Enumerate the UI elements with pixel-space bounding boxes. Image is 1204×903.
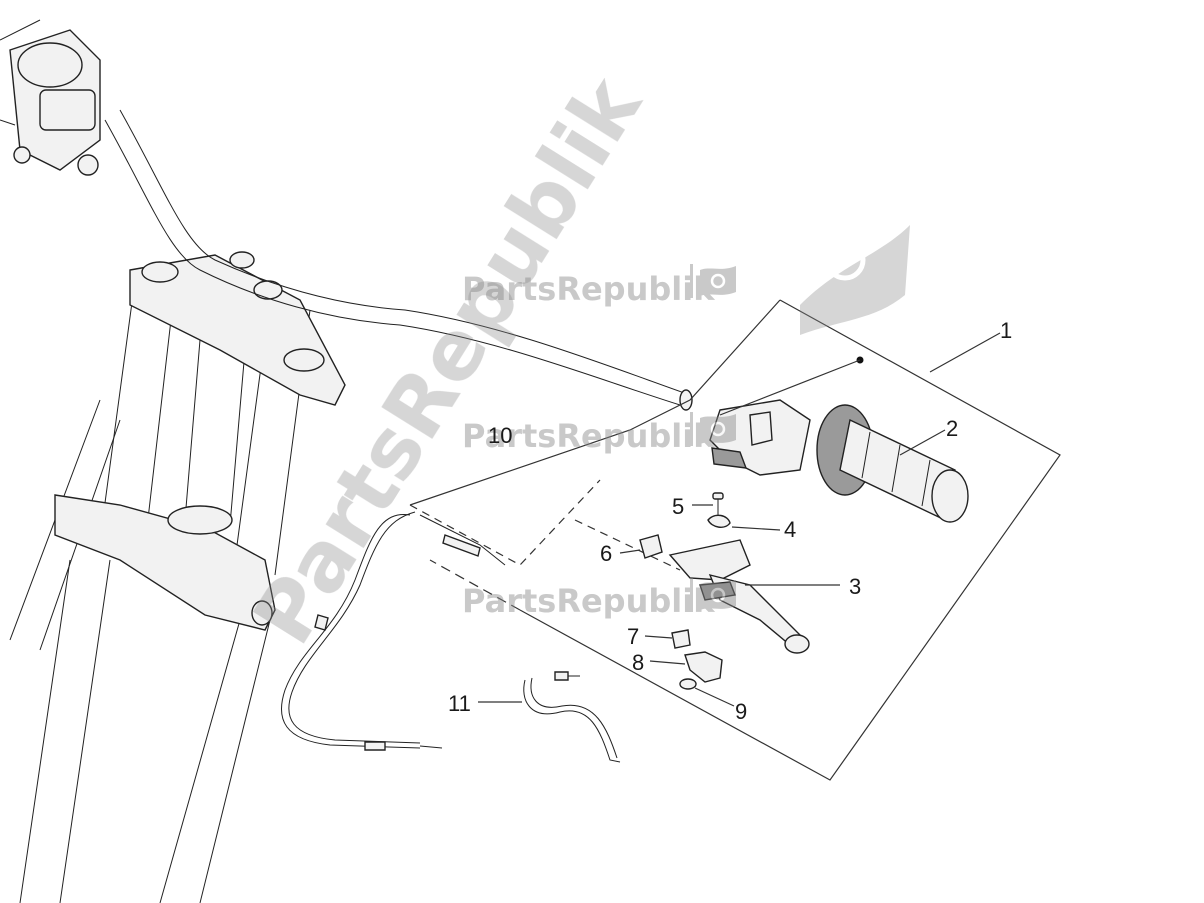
gear-flag-icon — [800, 225, 910, 335]
front-fork — [9, 251, 346, 903]
small-parts — [639, 492, 731, 690]
callout-2: 2 — [946, 416, 958, 441]
callout-4: 4 — [784, 517, 796, 542]
watermark-row-1: PartsRepublik — [462, 264, 736, 308]
clutch-cable — [281, 511, 506, 751]
gear-icon — [700, 266, 736, 296]
kit-outline — [409, 299, 1061, 781]
watermark-row-3: PartsRepublik — [462, 578, 736, 620]
watermark-diagonal: PartsRepublik — [236, 60, 910, 661]
hose-11 — [523, 671, 621, 763]
callout-labels: 1 2 3 4 5 6 7 8 9 10 11 — [448, 318, 1012, 724]
watermark-text-1: PartsRepublik — [462, 270, 715, 308]
callout-6: 6 — [600, 541, 612, 566]
clutch-lever-bracket — [709, 399, 811, 476]
callout-10: 10 — [488, 423, 512, 448]
watermark-text-3: PartsRepublik — [462, 582, 715, 620]
callout-9: 9 — [735, 699, 747, 724]
callout-3: 3 — [849, 574, 861, 599]
clutch-lever — [668, 539, 810, 654]
callout-7: 7 — [627, 624, 639, 649]
gear-icon — [700, 414, 736, 444]
callout-5: 5 — [672, 494, 684, 519]
watermark-row-2: PartsRepublik — [462, 412, 736, 455]
watermark-text-2: PartsRepublik — [462, 417, 715, 455]
leader-lines — [478, 332, 1001, 707]
callout-8: 8 — [632, 650, 644, 675]
master-cylinder — [0, 19, 101, 176]
callout-1: 1 — [1000, 318, 1012, 343]
handlebar-grip — [816, 404, 969, 523]
handlebar — [104, 109, 693, 411]
gear-icon — [700, 580, 736, 610]
callout-11: 11 — [448, 691, 471, 716]
